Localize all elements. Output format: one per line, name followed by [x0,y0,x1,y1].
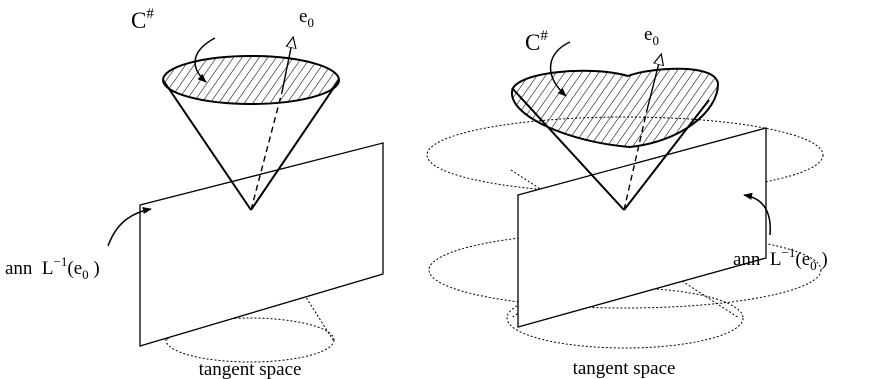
left-set-pointer-arrow [194,37,216,83]
left-set-label-base: C [131,8,146,33]
left-caption: tangent space [199,359,302,379]
left-plane-label-prefix: ann L [5,258,54,279]
right-set-label: C# [525,28,548,55]
left-e0-vector [250,38,293,211]
left-plane-label-sup: −1 [54,254,68,269]
left-plane-label: ann L−1(e0 ) [5,254,100,282]
left-set-label-sup: # [146,6,154,22]
right-e0-vector [623,55,661,211]
right-hatched-set [510,67,720,149]
right-set-label-base: C [525,30,540,55]
right-vector-label-sub: 0 [652,33,659,48]
left-plane-pointer-arrow [107,206,152,247]
right-vector-label-base: e [644,24,652,45]
right-set-label-sup: # [540,28,548,44]
right-plane-label-close: ) [817,249,828,270]
right-vector-label: e0 [644,24,659,48]
right-plane-pointer-arrow [743,192,771,236]
left-vector-label-base: e [299,6,307,27]
right-panel: C# e0 ann L−1(e0 ) tangent space [426,24,828,379]
left-vector-label: e0 [299,6,314,30]
left-plane [139,142,384,347]
right-plane-label-open: (e [795,249,810,270]
left-plane-label-open: (e [67,258,82,279]
left-plane-label-close: ) [89,258,100,279]
right-plane-label-sup: −1 [782,245,796,260]
left-plane-label-sub: 0 [82,267,89,282]
left-hatched-disk [162,55,340,105]
left-upper-cone [162,79,340,211]
left-vector-label-sub: 0 [307,15,314,30]
right-plane-label-sub: 0 [810,258,817,273]
right-plane [517,127,767,328]
right-plane-label: ann L−1(e0 ) [733,245,828,273]
left-set-label: C# [131,6,154,33]
right-plane-label-prefix: ann L [733,249,782,270]
left-panel: C# e0 ann L−1(e0 ) tangent space [5,6,384,379]
right-set-pointer-arrow [549,41,571,97]
right-caption: tangent space [573,358,676,379]
